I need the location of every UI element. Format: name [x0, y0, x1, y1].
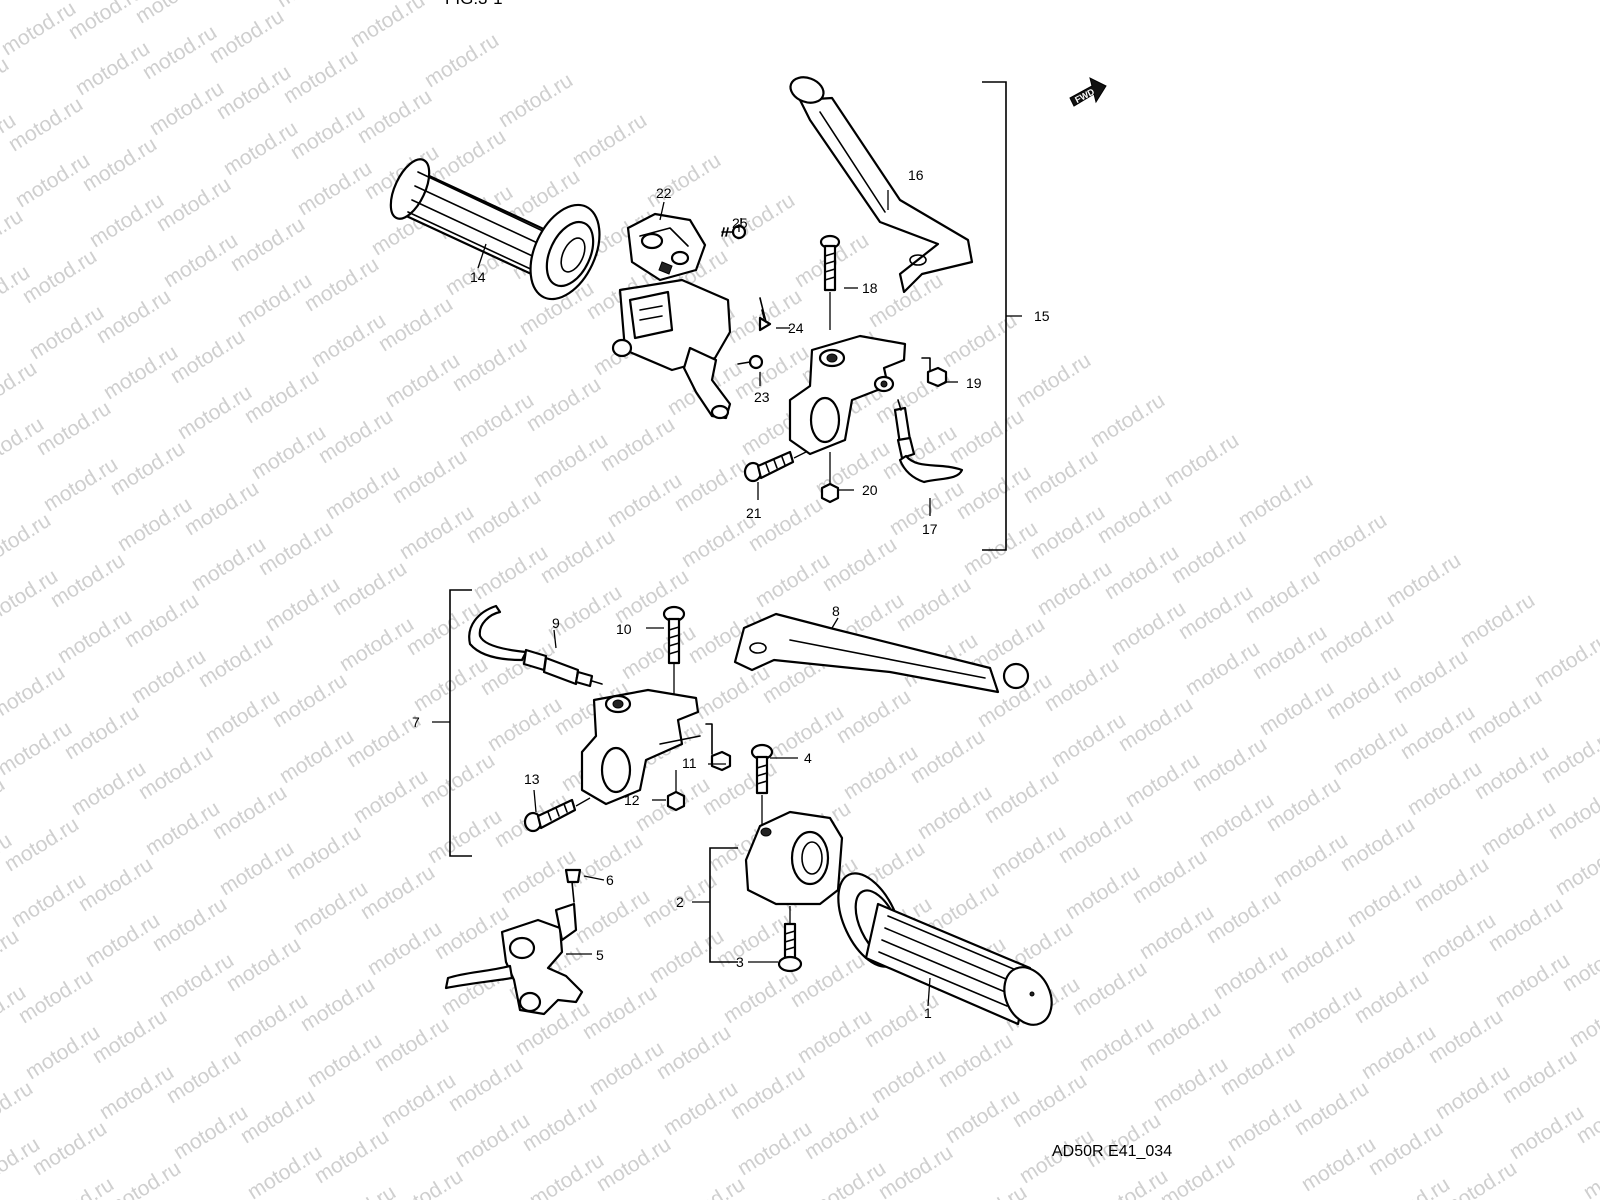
watermark-text: motod.ru	[1456, 589, 1538, 652]
part-9-switch	[468, 604, 603, 688]
callout-13: 13	[524, 771, 540, 787]
watermark-text: motod.ru	[525, 1149, 607, 1200]
watermark-text: motod.ru	[1382, 549, 1464, 612]
watermark-text: motod.ru	[272, 0, 354, 12]
watermark-text: motod.ru	[1234, 469, 1316, 532]
watermark-text: motod.ru	[1012, 349, 1094, 412]
part-4-screw	[750, 743, 774, 826]
part-13-bolt	[523, 797, 591, 833]
part-5-switch-unit	[444, 902, 584, 1016]
part-24-screw	[758, 297, 772, 332]
callout-12: 12	[624, 792, 640, 808]
watermark-text: motod.ru	[666, 1173, 748, 1200]
callout-20: 20	[862, 482, 878, 498]
watermark-text: motod.ru	[131, 0, 213, 28]
watermark-text: motod.ru	[0, 205, 27, 268]
callout-22: 22	[656, 185, 672, 201]
callout-18: 18	[862, 280, 878, 296]
part-25-screw	[721, 224, 747, 240]
part-2-throttle-housing	[744, 810, 844, 906]
watermark-text: motod.ru	[1530, 629, 1600, 692]
part-20-nut	[820, 452, 840, 504]
watermark-text: motod.ru	[1086, 389, 1168, 452]
watermark-text: motod.ru	[938, 309, 1020, 372]
callout-17: 17	[922, 521, 938, 537]
part-17-brake-switch	[893, 399, 964, 484]
watermark-text: motod.ru	[0, 509, 55, 572]
callout-5: 5	[596, 947, 604, 963]
callout-15: 15	[1034, 308, 1050, 324]
part-22-switch-lower	[611, 278, 732, 420]
part-12-nut	[666, 770, 686, 812]
bracket-7	[449, 589, 472, 857]
callout-3: 3	[736, 954, 744, 970]
watermark-text: motod.ru	[1308, 509, 1390, 572]
part-11-nut	[705, 723, 732, 772]
part-18-bolt	[819, 234, 841, 330]
watermark-text: motod.ru	[494, 69, 576, 132]
part-15-lever-holder	[788, 334, 907, 456]
part-3-screw	[777, 906, 803, 973]
part-1-right-grip	[837, 872, 1053, 1026]
callout-10: 10	[616, 621, 632, 637]
watermark-text: motod.ru	[0, 1077, 37, 1140]
callout-1: 1	[924, 1005, 932, 1021]
callout-23: 23	[754, 389, 770, 405]
watermark-text: motod.ru	[384, 1165, 466, 1200]
watermark-text: motod.ru	[1565, 989, 1600, 1052]
figure-label: FIG.3-1	[445, 0, 503, 8]
callout-4: 4	[804, 750, 812, 766]
watermark-text: motod.ru	[64, 0, 146, 44]
watermark-text: motod.ru	[568, 109, 650, 172]
watermark-text: motod.ru	[874, 1141, 956, 1200]
callout-14: 14	[470, 269, 486, 285]
part-21-bolt	[743, 450, 807, 483]
watermark-text: motod.ru	[807, 1157, 889, 1200]
watermark-text: motod.ru	[35, 1173, 117, 1200]
watermark-text: motod.ru	[1371, 1173, 1453, 1200]
part-16-brake-lever	[789, 76, 974, 294]
bracket-2	[709, 847, 738, 963]
watermark-text: motod.ru	[1160, 429, 1242, 492]
part-7-lever-holder	[580, 688, 701, 806]
callout-6: 6	[606, 872, 614, 888]
fwd-arrow-icon: FWD	[1069, 77, 1107, 107]
watermark-text: motod.ru	[948, 1181, 1030, 1200]
watermark-text: motod.ru	[0, 357, 41, 420]
part-6-screw	[564, 868, 582, 903]
part-10-bolt	[662, 605, 686, 720]
callout-7: 7	[412, 714, 420, 730]
callout-16: 16	[908, 167, 924, 183]
watermark-text: motod.ru	[0, 925, 23, 988]
leader-lines	[477, 190, 958, 1007]
watermark-text: motod.ru	[1551, 837, 1600, 900]
callout-9: 9	[552, 615, 560, 631]
part-8-lever	[733, 612, 1030, 694]
watermark-text: motod.ru	[0, 773, 9, 836]
watermark-text: motod.ru	[0, 53, 13, 116]
watermark-text: motod.ru	[346, 0, 428, 52]
watermark-text: motod.ru	[716, 189, 798, 252]
callout-11: 11	[682, 755, 697, 771]
watermark-text: motod.ru	[0, 661, 69, 724]
part-14-left-grip	[389, 158, 601, 301]
part-23-screw	[737, 354, 764, 370]
callout-24: 24	[788, 320, 804, 336]
watermark-text: motod.ru	[1579, 1141, 1600, 1200]
watermark-text: motod.ru	[642, 149, 724, 212]
callout-8: 8	[832, 603, 840, 619]
callout-19: 19	[966, 375, 982, 391]
callout-25: 25	[732, 215, 748, 231]
watermark-text: motod.ru	[420, 29, 502, 92]
callout-2: 2	[676, 894, 684, 910]
callout-21: 21	[746, 505, 762, 521]
diagram-code: AD50R E41_034	[1052, 1143, 1172, 1160]
callout-labels: 14 22 25 16 18 24 23 19 20 21 17 15 9 10…	[412, 167, 1050, 1021]
